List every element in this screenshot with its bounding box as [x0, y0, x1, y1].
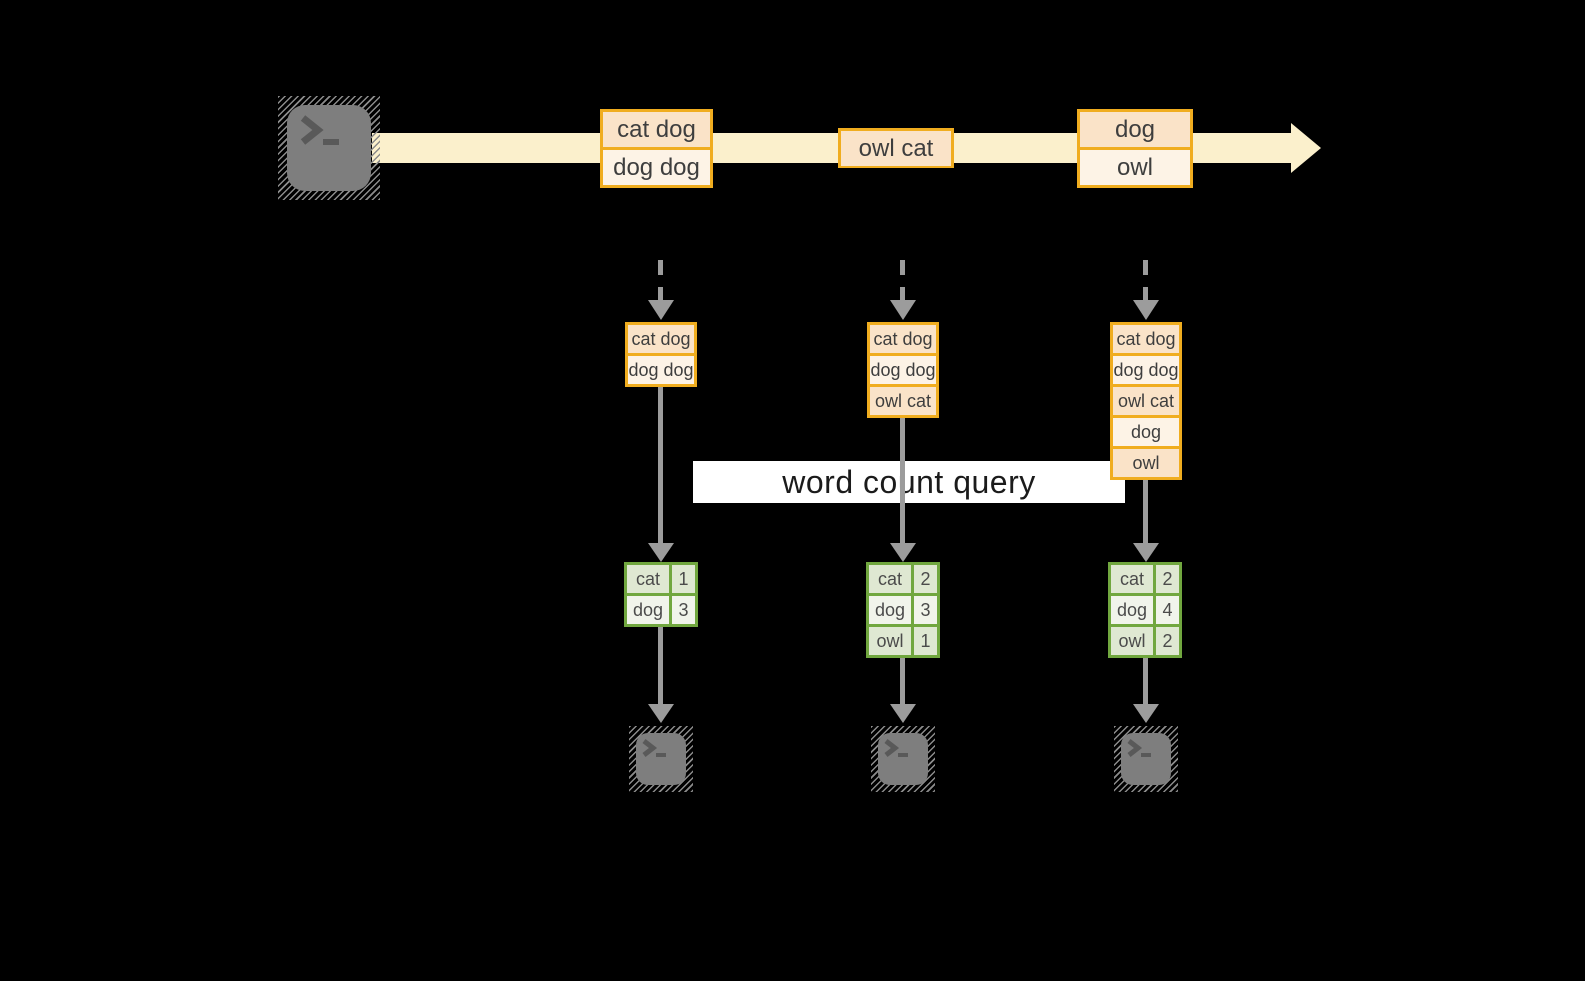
stream-word: dog dog: [603, 150, 710, 185]
count-table-3: cat 2 dog 4 owl 2: [1108, 562, 1182, 658]
terminal-body: [287, 105, 371, 191]
buffer-word: cat dog: [1113, 325, 1179, 353]
count-word: cat: [869, 565, 911, 593]
count-value: 4: [1156, 596, 1179, 624]
stream-word: cat dog: [603, 112, 710, 147]
stream-batch-1: cat dog dog dog: [600, 109, 713, 188]
query-arrow-3: [1143, 479, 1148, 545]
ingest-arrowhead-1: [648, 300, 674, 320]
buffer-stack-2: cat dog dog dog owl cat: [867, 322, 939, 418]
stream-word: owl: [1080, 150, 1190, 185]
count-value: 2: [914, 565, 937, 593]
buffer-word: owl: [1113, 449, 1179, 477]
buffer-word: dog dog: [870, 356, 936, 384]
count-value: 1: [672, 565, 695, 593]
stream-word: owl cat: [841, 131, 951, 166]
ingest-arrow-2: [900, 260, 905, 302]
buffer-word: dog: [1113, 418, 1179, 446]
output-arrow-3: [1143, 657, 1148, 705]
source-terminal-icon: [278, 96, 380, 200]
query-arrowhead-2: [890, 543, 916, 562]
stream-batch-3: dog owl: [1077, 109, 1193, 188]
buffer-stack-3: cat dog dog dog owl cat dog owl: [1110, 322, 1182, 480]
query-banner: word count query: [693, 461, 1125, 503]
ingest-arrow-3: [1143, 260, 1148, 302]
output-arrow-1: [658, 626, 663, 705]
count-table-1: cat 1 dog 3: [624, 562, 698, 627]
stream-batch-2: owl cat: [838, 128, 954, 168]
count-word: owl: [1111, 627, 1153, 655]
sink-terminal-icon-1: [629, 726, 693, 792]
count-value: 3: [914, 596, 937, 624]
output-arrowhead-2: [890, 704, 916, 723]
stream-word: dog: [1080, 112, 1190, 147]
count-table-2: cat 2 dog 3 owl 1: [866, 562, 940, 658]
buffer-word: dog dog: [628, 356, 694, 384]
buffer-stack-1: cat dog dog dog: [625, 322, 697, 387]
sink-terminal-icon-3: [1114, 726, 1178, 792]
buffer-word: owl cat: [870, 387, 936, 415]
count-value: 2: [1156, 565, 1179, 593]
output-arrowhead-3: [1133, 704, 1159, 723]
terminal-prompt-glyph: [300, 115, 339, 145]
count-word: owl: [869, 627, 911, 655]
query-arrow-1: [658, 386, 663, 544]
sink-terminal-icon-2: [871, 726, 935, 792]
ingest-arrowhead-3: [1133, 300, 1159, 320]
ingest-arrow-1: [658, 260, 663, 302]
query-arrowhead-3: [1133, 543, 1159, 562]
query-arrowhead-1: [648, 543, 674, 562]
count-word: dog: [627, 596, 669, 624]
query-arrow-2: [900, 417, 905, 544]
count-word: dog: [869, 596, 911, 624]
output-arrowhead-1: [648, 704, 674, 723]
count-word: cat: [627, 565, 669, 593]
buffer-word: owl cat: [1113, 387, 1179, 415]
stream-arrowhead: [1291, 123, 1321, 173]
terminal-prompt-glyph: [1127, 739, 1151, 757]
count-value: 2: [1156, 627, 1179, 655]
terminal-prompt-glyph: [642, 739, 666, 757]
count-word: cat: [1111, 565, 1153, 593]
count-value: 1: [914, 627, 937, 655]
buffer-word: cat dog: [870, 325, 936, 353]
buffer-word: cat dog: [628, 325, 694, 353]
output-arrow-2: [900, 657, 905, 705]
count-value: 3: [672, 596, 695, 624]
count-word: dog: [1111, 596, 1153, 624]
ingest-arrowhead-2: [890, 300, 916, 320]
buffer-word: dog dog: [1113, 356, 1179, 384]
terminal-prompt-glyph: [884, 739, 908, 757]
